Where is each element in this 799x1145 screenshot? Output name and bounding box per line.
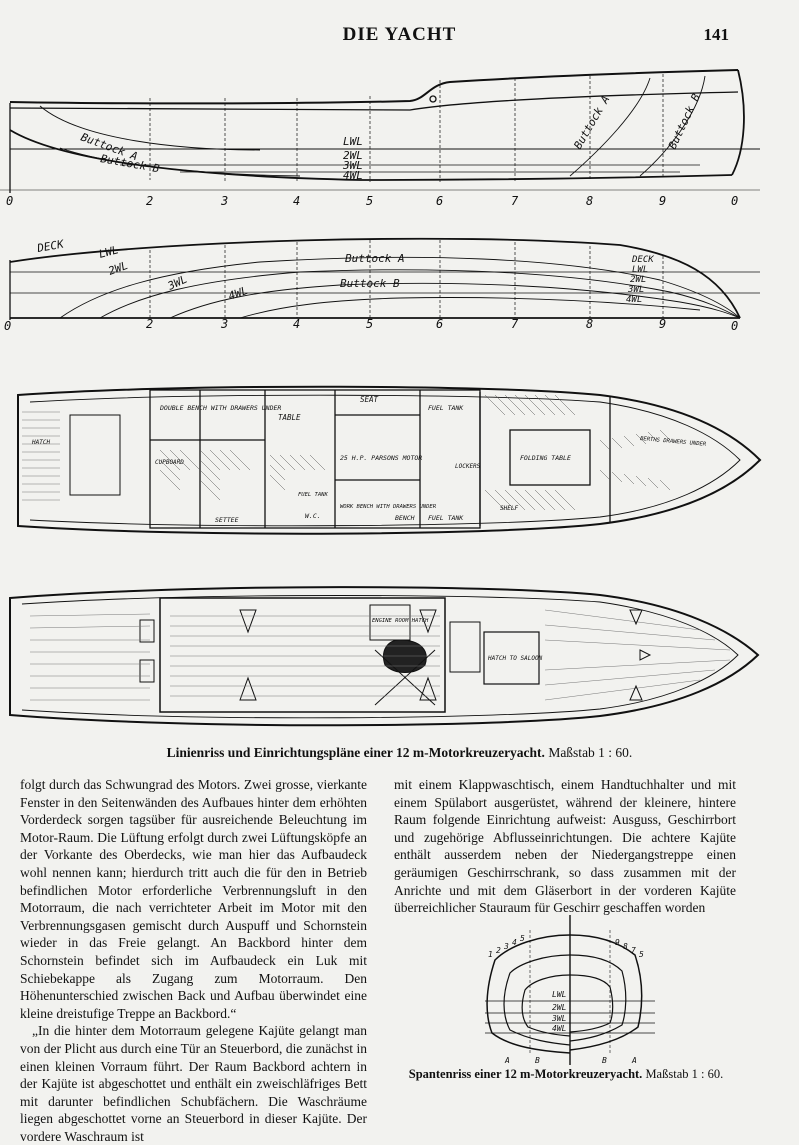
profile-wl-label-4: 4WL [343, 169, 363, 182]
half-breadth-buttock-a-label: Buttock A [345, 252, 405, 265]
half-breadth-bow-3wl-label: 3WL [627, 285, 644, 295]
profile-station-8: 8 [586, 194, 593, 208]
text-column-left: folgt durch das Schwungrad des Motors. Z… [20, 776, 367, 1145]
figure-caption-section: Spantenriss einer 12 m-Motorkreuzeryacht… [396, 1067, 736, 1082]
profile-wl-label-2: 2WL [343, 149, 363, 162]
half-breadth-bow-deck-label: DECK [631, 255, 654, 265]
half-breadth-bow-lwl-label: LWL [632, 265, 648, 275]
plan-berths-label: BERTHS DRAWERS UNDER [640, 436, 707, 448]
plan-motor-label: 25 H.P. PARSONS MOTOR [340, 454, 422, 462]
body-plan-section-9: 9 [615, 938, 620, 947]
figure-caption-section-scale: Maßstab 1 : 60. [645, 1067, 724, 1081]
profile-station-9: 9 [659, 194, 666, 208]
deck-engine-room-hatch-label: ENGINE ROOM HATCH [372, 618, 429, 624]
body-plan-section-5: 5 [520, 934, 525, 943]
profile-station-2: 2 [146, 194, 153, 208]
half-breadth-station-4: 4 [293, 317, 300, 331]
page-number: 141 [703, 25, 730, 44]
body-plan-b-left-label: B [535, 1056, 540, 1065]
text-column-right: mit einem Klappwaschtisch, einem Handtuc… [394, 776, 736, 917]
half-breadth-station-3: 3 [220, 317, 228, 331]
half-breadth-lwl-label: LWL [97, 243, 120, 261]
profile-drawing [0, 69, 760, 193]
half-breadth-2wl-label: 2WL [107, 259, 130, 278]
deck-hatch-to-saloon-label: HATCH TO SALOON [487, 655, 543, 662]
plan-shelf-label: SHELF [500, 505, 518, 512]
body-plan-section-1: 1 [488, 950, 493, 959]
profile-buttock-a-bow-label: Buttock A [571, 93, 612, 151]
profile-station-7: 7 [511, 194, 519, 208]
half-breadth-station-6: 6 [436, 317, 443, 331]
figure-caption-section-text: Spantenriss einer 12 m-Motorkreuzeryacht… [408, 1067, 643, 1081]
body-plan-section-4: 4 [512, 938, 517, 947]
plan-folding-table-label: FOLDING TABLE [520, 454, 571, 462]
plan-double-bench-label: DOUBLE BENCH WITH DRAWERS UNDER [159, 404, 281, 412]
profile-buttock-b-bow-label: Buttock B [666, 91, 703, 151]
half-breadth-buttock-b-label: Buttock B [340, 277, 400, 290]
profile-wl-label-3: 3WL [342, 159, 363, 172]
half-breadth-bow-2wl-label: 2WL [630, 275, 646, 285]
half-breadth-deck-label: DECK [35, 237, 66, 255]
accommodation-plan [17, 385, 762, 535]
figure-caption-main-text: Linienriss und Einrichtungspläne einer 1… [166, 745, 545, 760]
plan-fuel-tank-small-label: FUEL TANK [298, 492, 328, 498]
body-plan-section-3: 3 [503, 942, 509, 951]
body-plan-lwl-label: LWL [552, 990, 567, 999]
body-plan-a-right-label: A [631, 1056, 637, 1065]
half-breadth-station-7: 7 [511, 317, 519, 331]
half-breadth-station-2: 2 [146, 317, 153, 331]
plan-lockers-label: LOCKERS [455, 463, 481, 470]
paragraph: mit einem Klappwaschtisch, einem Handtuc… [394, 777, 736, 916]
body-plan-4wl-label: 4WL [552, 1024, 567, 1033]
profile-station-6: 6 [436, 194, 443, 208]
plan-table-label: TABLE [278, 413, 301, 422]
plan-hatch-label: HATCH [31, 439, 50, 446]
yacht-plans-drawing: Buttock A Buttock B Buttock A Buttock B … [0, 69, 762, 727]
plan-seat-label: SEAT [360, 395, 379, 404]
half-breadth-bow-4wl-label: 4WL [626, 295, 642, 305]
half-breadth-4wl-label: 4WL [227, 284, 250, 303]
deck-plan [9, 586, 760, 727]
half-breadth-station-end: 0 [731, 319, 738, 333]
half-breadth-drawing [9, 237, 760, 320]
body-plan-a-left-label: A [504, 1056, 510, 1065]
profile-station-end: 0 [731, 194, 738, 208]
plan-fuel-tank-top-label: FUEL TANK [428, 404, 464, 412]
half-breadth-station-8: 8 [586, 317, 593, 331]
body-plan-section-2: 2 [496, 946, 501, 955]
profile-station-3: 3 [220, 194, 228, 208]
plan-settee-label: SETTEE [215, 516, 239, 524]
profile-wl-label-1: LWL [343, 135, 363, 148]
body-plan-b-right-label: B [602, 1056, 607, 1065]
plan-fuel-tank-bottom-label: FUEL TANK [428, 514, 464, 522]
plan-wc-label: W.C. [305, 512, 321, 520]
body-plan-section-7: 7 [631, 946, 636, 955]
paragraph: folgt durch das Schwungrad des Motors. Z… [20, 777, 367, 1021]
body-plan-2wl-label: 2WL [552, 1003, 567, 1012]
page-header-title: DIE YACHT [342, 24, 457, 45]
profile-station-0: 0 [6, 194, 13, 208]
half-breadth-station-0: 0 [4, 319, 11, 333]
figure-caption-main-scale: Maßstab 1 : 60. [548, 745, 633, 760]
half-breadth-station-5: 5 [366, 317, 373, 331]
body-plan-section-5b: 5 [639, 950, 644, 959]
body-plan-drawing: LWL 2WL 3WL 4WL A B B A 1 2 3 4 5 9 8 7 … [485, 915, 655, 1065]
plan-bench-label: BENCH [395, 514, 415, 522]
plan-cupboard-label: CUPBOARD [155, 459, 184, 466]
paragraph: „In die hinter dem Motorraum gelegene Ka… [20, 1023, 367, 1144]
figure-caption-main: Linienriss und Einrichtungspläne einer 1… [0, 745, 799, 761]
body-plan-section-8: 8 [623, 942, 628, 951]
body-plan-3wl-label: 3WL [551, 1014, 567, 1023]
profile-station-4: 4 [293, 194, 300, 208]
half-breadth-station-9: 9 [659, 317, 666, 331]
plan-workbench-label: WORK BENCH WITH DRAWERS UNDER [340, 504, 437, 510]
profile-station-5: 5 [366, 194, 373, 208]
